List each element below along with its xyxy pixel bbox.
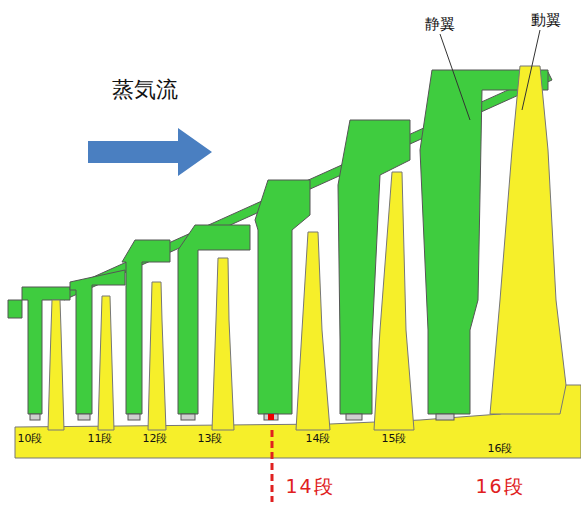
stage-number: 14段: [306, 433, 331, 445]
stage-number: 13段: [198, 433, 223, 445]
flow-arrow: [88, 128, 212, 176]
section-label: 14段: [285, 476, 334, 497]
seal-mark: [268, 414, 274, 420]
section-line: [271, 430, 274, 502]
part-name: 動翼: [531, 12, 561, 29]
moving-blades: [48, 66, 566, 430]
stationary-blades: [8, 70, 548, 414]
stage-number: 16段: [488, 443, 513, 455]
section-label: 16段: [475, 476, 524, 497]
stage-number: 15段: [382, 433, 407, 445]
flow-label: 蒸気流: [112, 78, 178, 102]
leader-lines: [440, 30, 540, 120]
stage-number: 11段: [88, 433, 113, 445]
part-name: 静翼: [425, 16, 455, 33]
stage-number: 12段: [143, 433, 168, 445]
stage-number: 10段: [18, 433, 43, 445]
